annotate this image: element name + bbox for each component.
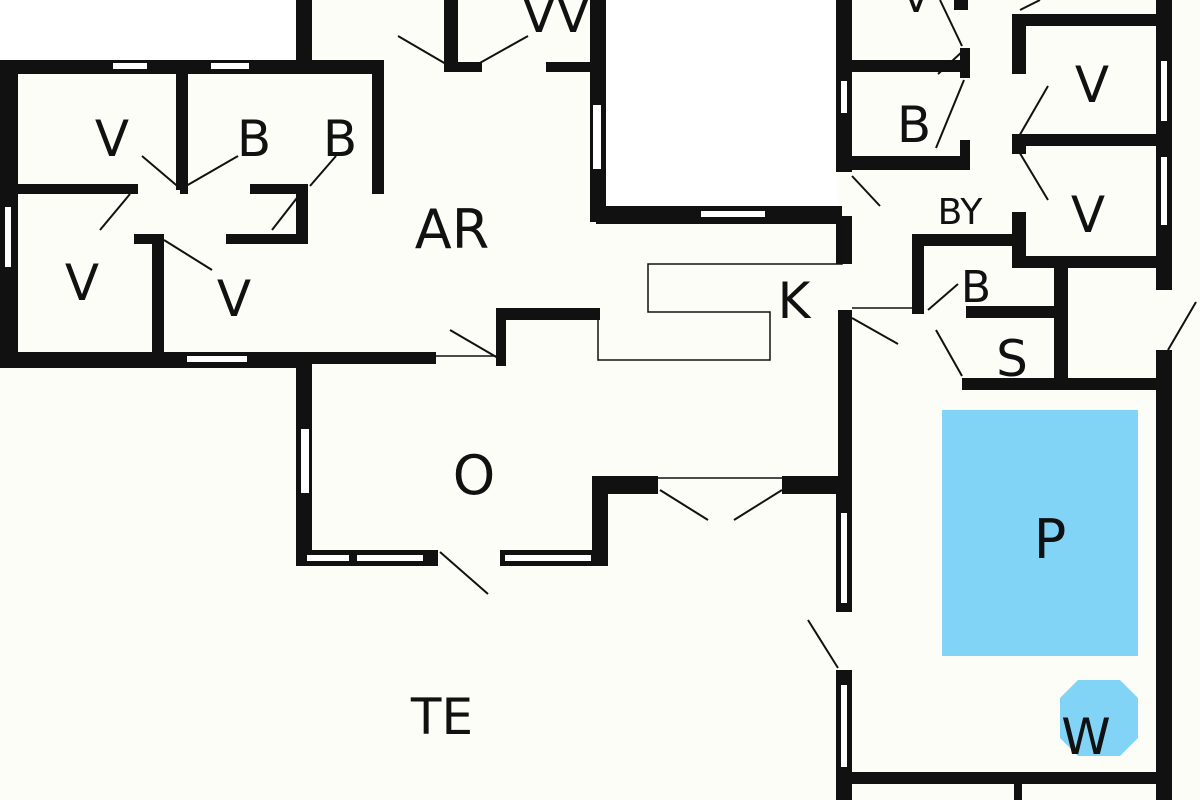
doors [99, 0, 1197, 669]
room-label-v-top-right: V [902, 0, 930, 22]
room-label-b-right-upper: B [897, 96, 931, 154]
whirlpool [1060, 680, 1138, 756]
pool [942, 410, 1138, 656]
room-label-by: BY [938, 192, 984, 233]
kitchen-counter [597, 224, 843, 361]
outside-area-top-center [606, 0, 838, 208]
room-label-v-left-lower-2: V [217, 270, 251, 328]
room-label-v-top-center: VV [522, 0, 590, 44]
room-label-te: TE [410, 688, 473, 746]
room-label-b-left-2: B [323, 110, 357, 168]
outside-area-top-left [0, 0, 296, 60]
room-label-p: P [1034, 508, 1067, 571]
room-label-b-right-lower: B [961, 262, 991, 313]
room-label-b-left-1: B [237, 110, 271, 168]
room-label-k: K [778, 272, 812, 330]
room-label-v-left-lower-1: V [65, 254, 99, 312]
room-label-ar: AR [415, 198, 489, 261]
room-labels: VVVVBBARBVVBYVVKBSOPTEW [65, 0, 1111, 766]
room-label-o: O [453, 444, 496, 507]
room-label-v-right-1: V [1075, 56, 1109, 114]
thresholds [436, 307, 912, 479]
room-label-v-right-2: V [1071, 186, 1105, 244]
room-label-v-left-upper: V [95, 110, 129, 168]
room-label-s: S [996, 330, 1028, 388]
room-label-w: W [1061, 708, 1110, 766]
windows [3, 59, 1169, 769]
